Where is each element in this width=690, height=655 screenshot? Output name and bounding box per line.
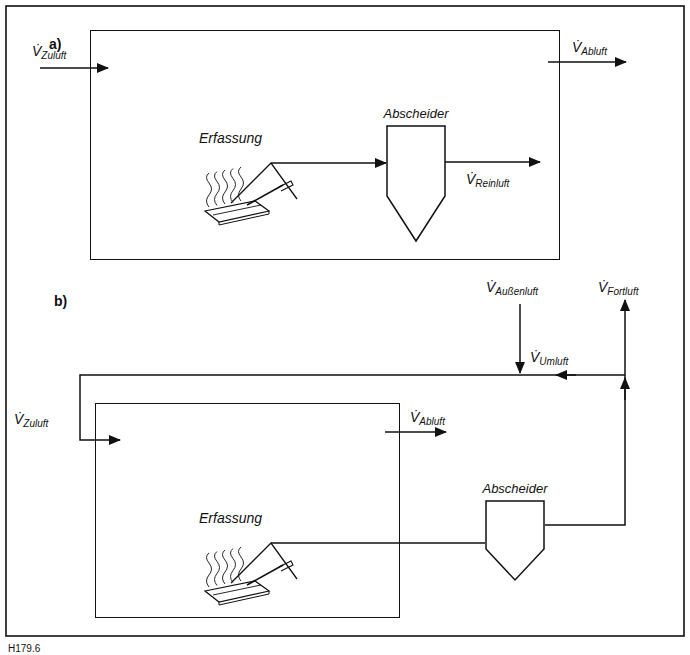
flow-label: V̇Abluft	[572, 38, 607, 56]
subscript: Reinluft	[475, 178, 509, 189]
workpiece	[205, 201, 269, 222]
capture-hood-outline	[231, 543, 297, 583]
electrode-holder	[279, 561, 293, 571]
symbol: V̇	[14, 411, 23, 427]
room-box: a)ErfassungAbscheider	[90, 30, 560, 260]
separator-symbol	[386, 125, 446, 243]
node-label: Abscheider	[367, 105, 465, 123]
symbol: V̇	[572, 39, 581, 55]
room-box: b)Erfassung	[95, 403, 400, 618]
figure-id: H179.6	[8, 640, 40, 655]
workpiece-edge	[219, 211, 269, 225]
panel-label: b)	[54, 292, 67, 310]
separator-box: Abscheider	[367, 105, 465, 245]
flow-label: V̇Umluft	[530, 348, 568, 366]
subscript: Fortluft	[607, 286, 638, 297]
capture-hood: Erfassung	[191, 129, 301, 225]
subscript: Abluft	[581, 46, 607, 57]
symbol: V̇	[598, 279, 607, 295]
fume-line	[231, 169, 236, 203]
node-label: Abscheider	[466, 480, 564, 498]
exhaust-air-arrow	[385, 431, 446, 433]
fume-line	[207, 553, 212, 587]
symbol: V̇	[530, 349, 539, 365]
electrode	[247, 185, 283, 205]
symbol: V̇	[466, 171, 475, 187]
separator-outline	[486, 501, 544, 580]
separator-outline	[387, 126, 445, 241]
subscript: Außenluft	[495, 286, 538, 297]
duct-connector	[301, 542, 485, 544]
flow-label: V̇Abluft	[410, 408, 445, 426]
workpiece	[205, 581, 269, 602]
capture-hood: Erfassung	[191, 509, 301, 605]
symbol: V̇	[486, 279, 495, 295]
supply-air-arrow	[40, 67, 108, 69]
symbol: V̇	[32, 43, 41, 59]
separator-symbol	[485, 500, 545, 582]
capture-hood-outline	[231, 163, 297, 203]
subscript: Zuluft	[41, 50, 66, 61]
fume-line	[215, 552, 220, 586]
recirculation-duct	[80, 375, 625, 440]
fume-line	[231, 549, 236, 583]
flow-label: V̇Zuluft	[14, 410, 48, 428]
hood-outlet	[271, 162, 301, 164]
flow-label: V̇Außenluft	[486, 278, 538, 296]
flow-label: V̇Fortluft	[598, 278, 638, 296]
hood-outlet	[271, 542, 301, 544]
fume-line	[223, 550, 228, 584]
duct-line	[545, 300, 625, 525]
weld-seam	[213, 585, 261, 595]
separator-box: Abscheider	[466, 480, 564, 584]
node-label: Erfassung	[191, 509, 301, 527]
recirculation-arrow	[556, 374, 576, 376]
subscript: Abluft	[419, 416, 445, 427]
weld-seam	[213, 205, 261, 215]
outside-air-arrow	[519, 304, 521, 373]
duct-connector	[301, 162, 386, 164]
flow-label: V̇Zuluft	[32, 42, 66, 60]
figure-frame	[6, 6, 684, 636]
subscript: Zuluft	[23, 418, 48, 429]
fume-line	[215, 172, 220, 206]
fume-line	[239, 547, 244, 581]
fume-line	[223, 170, 228, 204]
node-label: Erfassung	[191, 129, 301, 147]
fume-line	[207, 173, 212, 207]
fume-line	[239, 167, 244, 201]
electrode	[247, 565, 283, 585]
electrode-holder	[279, 181, 293, 191]
subscript: Umluft	[539, 356, 568, 367]
flow-label: V̇Reinluft	[466, 170, 509, 188]
duct-arrow	[624, 378, 626, 400]
symbol: V̇	[410, 409, 419, 425]
clean-air-arrow	[445, 161, 540, 163]
workpiece-edge	[219, 591, 269, 605]
